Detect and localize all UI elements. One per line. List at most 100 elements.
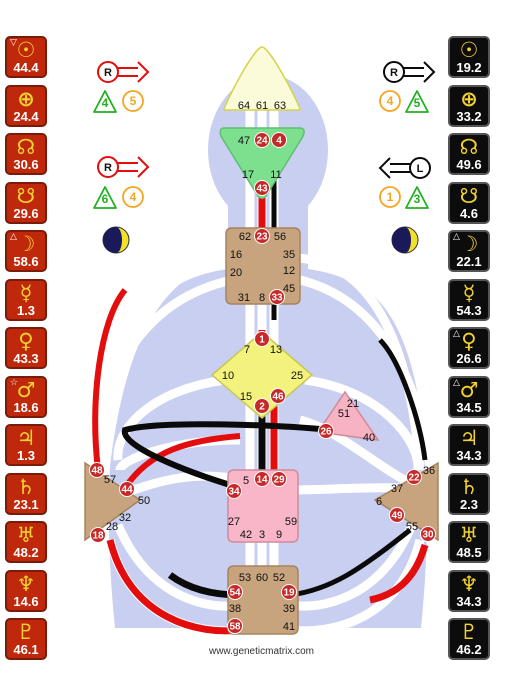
gate-8-label[interactable]: 8 <box>259 292 265 304</box>
gate-59-label[interactable]: 59 <box>285 516 297 528</box>
gate-48-badge[interactable] <box>89 462 105 478</box>
gate-47-label[interactable]: 47 <box>238 135 250 147</box>
personality-mars-tile[interactable]: ♂34.5△ <box>448 375 490 418</box>
solar-plexus-center[interactable] <box>373 461 439 542</box>
personality-south-node-tile[interactable]: ☋4.6 <box>448 181 490 224</box>
gate-49-badge[interactable] <box>389 507 405 523</box>
gate-62-label[interactable]: 62 <box>239 231 251 243</box>
gate-9-label[interactable]: 9 <box>276 529 282 541</box>
gate-21-label[interactable]: 21 <box>347 398 359 410</box>
gate-17-label[interactable]: 17 <box>242 169 254 181</box>
gate-29-badge[interactable] <box>271 471 287 487</box>
personality-north-node-tile[interactable]: ☊49.6 <box>448 133 490 175</box>
personality-earth-tile[interactable]: ⊕33.2 <box>448 84 490 127</box>
gate-45-label[interactable]: 45 <box>283 283 295 295</box>
root-center[interactable] <box>227 565 299 635</box>
gate-5-label[interactable]: 5 <box>243 475 249 487</box>
gate-42-label[interactable]: 42 <box>240 529 252 541</box>
gate-44-badge[interactable] <box>119 481 135 497</box>
variable-letter: L <box>417 163 424 175</box>
gate-19-badge[interactable] <box>281 584 297 600</box>
gate-1-badge[interactable] <box>254 331 270 347</box>
design-mars-tile[interactable]: ♂18.6☆ <box>5 375 47 418</box>
gate-43-badge[interactable] <box>254 180 270 196</box>
gate-57-label[interactable]: 57 <box>104 474 116 486</box>
gate-41-label[interactable]: 41 <box>283 621 295 633</box>
head-center[interactable] <box>223 46 301 111</box>
gate-20-label[interactable]: 20 <box>230 267 242 279</box>
gate-38-label[interactable]: 38 <box>229 603 241 615</box>
personality-neptune-tile[interactable]: ♆34.3 <box>448 569 490 612</box>
design-moon-tile[interactable]: ☽58.6△ <box>5 230 47 272</box>
gate-58-badge[interactable] <box>227 618 243 634</box>
gate-30-badge[interactable] <box>420 526 436 542</box>
design-saturn-tile[interactable]: ♄23.1 <box>5 472 47 515</box>
personality-jupiter-tile[interactable]: ♃34.3 <box>448 424 490 466</box>
gate-4-badge[interactable] <box>271 132 287 148</box>
g-center[interactable] <box>210 331 314 419</box>
design-pluto-tile[interactable]: ♇46.1 <box>5 618 47 660</box>
design-sun-tile[interactable]: ☉44.4▽ <box>5 36 47 78</box>
gate-40-label[interactable]: 40 <box>363 432 375 444</box>
gate-51-label[interactable]: 51 <box>338 408 350 420</box>
gate-53-label[interactable]: 53 <box>239 572 251 584</box>
gate-36-label[interactable]: 36 <box>423 465 435 477</box>
personality-pluto-tile[interactable]: ♇46.2 <box>448 618 490 660</box>
gate-26-badge[interactable] <box>318 423 334 439</box>
gate-28-label[interactable]: 28 <box>106 521 118 533</box>
gate-52-label[interactable]: 52 <box>273 572 285 584</box>
gate-10-label[interactable]: 10 <box>222 370 234 382</box>
gate-27-label[interactable]: 27 <box>228 516 240 528</box>
personality-venus-tile[interactable]: ♀26.6△ <box>448 327 490 369</box>
gate-23-badge[interactable] <box>254 228 270 244</box>
gate-12-label[interactable]: 12 <box>283 265 295 277</box>
gate-7-label[interactable]: 7 <box>244 344 250 356</box>
gate-31-label[interactable]: 31 <box>238 292 250 304</box>
gate-22-badge[interactable] <box>406 469 422 485</box>
gate-2-badge[interactable] <box>254 398 270 414</box>
design-earth-tile[interactable]: ⊕24.4 <box>5 84 47 127</box>
personality-moon-tile[interactable]: ☽22.1△ <box>448 230 490 272</box>
gate-34-badge[interactable] <box>226 483 242 499</box>
gate-37-label[interactable]: 37 <box>391 483 403 495</box>
gate-line-value: 44.4 <box>13 60 39 75</box>
gate-25-label[interactable]: 25 <box>291 370 303 382</box>
gate-60-label[interactable]: 60 <box>256 572 268 584</box>
gate-33-badge[interactable] <box>269 289 285 305</box>
gate-63-label[interactable]: 63 <box>274 100 286 112</box>
gate-61-label[interactable]: 61 <box>256 100 268 112</box>
spleen-center[interactable] <box>84 461 142 542</box>
personality-mercury-tile[interactable]: ☿54.3 <box>448 278 490 321</box>
gate-54-badge[interactable] <box>227 584 243 600</box>
personality-saturn-tile[interactable]: ♄2.3 <box>448 472 490 515</box>
gate-50-label[interactable]: 50 <box>138 495 150 507</box>
gate-55-label[interactable]: 55 <box>406 521 418 533</box>
gate-6-label[interactable]: 6 <box>376 496 382 508</box>
design-uranus-tile[interactable]: ♅48.2 <box>5 521 47 563</box>
design-venus-tile[interactable]: ♀43.3 <box>5 327 47 369</box>
gate-16-label[interactable]: 16 <box>230 249 242 261</box>
gate-39-label[interactable]: 39 <box>283 603 295 615</box>
gate-56-label[interactable]: 56 <box>274 231 286 243</box>
throat-center[interactable] <box>225 227 301 305</box>
sacral-center[interactable] <box>227 469 299 543</box>
gate-13-label[interactable]: 13 <box>270 344 282 356</box>
personality-sun-tile[interactable]: ☉19.2 <box>448 36 490 78</box>
gate-15-label[interactable]: 15 <box>240 391 252 403</box>
design-north-node-tile[interactable]: ☊30.6 <box>5 133 47 175</box>
design-south-node-tile[interactable]: ☋29.6 <box>5 181 47 224</box>
gate-35-label[interactable]: 35 <box>283 249 295 261</box>
personality-uranus-tile[interactable]: ♅48.5 <box>448 521 490 563</box>
channel-inactive <box>298 415 417 490</box>
gate-14-badge[interactable] <box>254 471 270 487</box>
gate-3-label[interactable]: 3 <box>259 529 265 541</box>
gate-11-label[interactable]: 11 <box>270 169 281 181</box>
gate-18-badge[interactable] <box>90 527 106 543</box>
design-neptune-tile[interactable]: ♆14.6 <box>5 569 47 612</box>
gate-32-label[interactable]: 32 <box>119 512 131 524</box>
gate-46-badge[interactable] <box>270 388 286 404</box>
gate-24-badge[interactable] <box>254 132 270 148</box>
design-mercury-tile[interactable]: ☿1.3 <box>5 278 47 321</box>
design-jupiter-tile[interactable]: ♃1.3 <box>5 424 47 466</box>
gate-64-label[interactable]: 64 <box>238 100 250 112</box>
